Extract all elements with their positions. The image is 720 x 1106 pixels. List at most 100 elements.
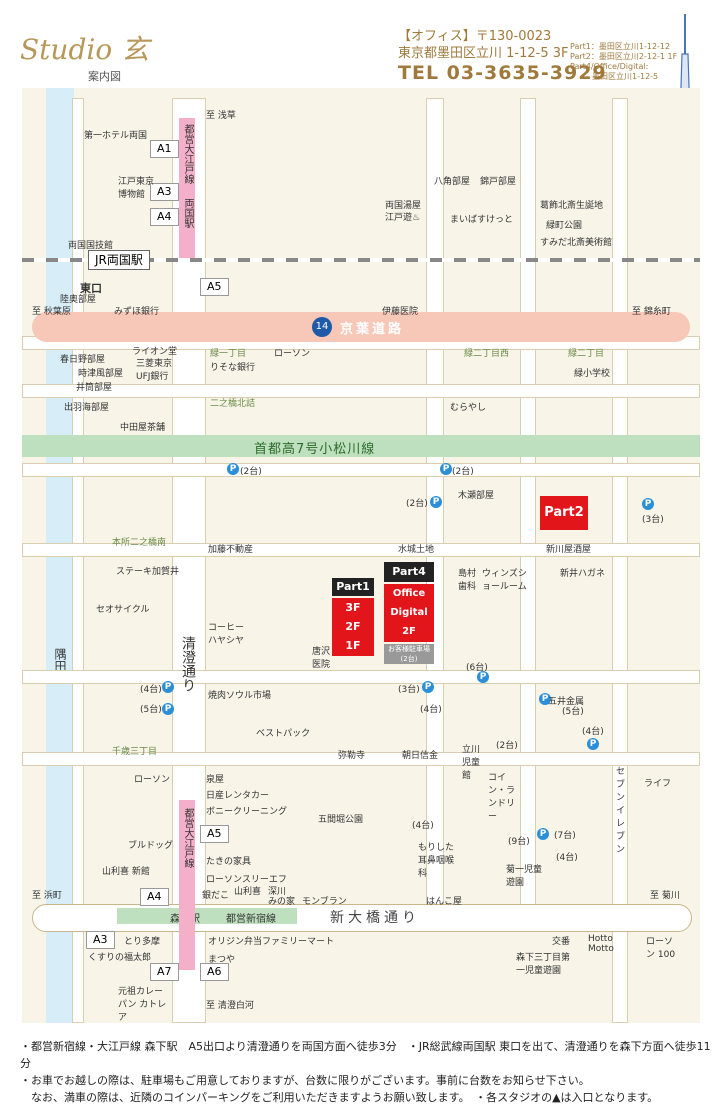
parking-icon: P [430,496,442,508]
label-koban: 交番 [552,937,571,947]
road-h6 [22,752,700,766]
label-seven: セブンイレブン [616,767,626,855]
shinjuku-line-label: 都営新宿線 [226,914,276,925]
jr-ryogoku-station[interactable]: JR両国駅 [88,250,150,270]
label-mufg: 三菱東京UFJ銀行 [136,359,173,382]
label-winds: ウィンズショールーム [482,569,527,592]
office-street: 東京都墨田区立川 1-12-5 3F [398,46,569,61]
label-karasawa: 唐沢医院 [312,647,331,670]
parking-count: (2台) [406,499,428,509]
parking-icon: P [587,738,599,750]
label-life: ライフ [644,779,672,789]
to-hamacho: 至 浜町 [32,891,62,901]
label-bony: ボニークリーニング [206,807,288,817]
label-midori1: 緑一丁目 [210,349,247,359]
part4-building[interactable]: Office Digital 2F [384,584,434,642]
label-sumida-hokusai: すみだ北斎美術館 [540,238,613,248]
exit-a7[interactable]: A7 [150,963,179,981]
part4-floor-2f: 2F [402,626,416,637]
parking-count: (4台) [140,685,162,695]
part4-office: Office [392,588,426,599]
exit-a3-north[interactable]: A3 [150,183,179,201]
label-lawson-2: ローソン [134,775,171,785]
shuto-label: 首都高7号小松川線 [254,442,376,457]
label-hotel: 第一ホテル両国 [84,131,148,141]
east-exit[interactable]: 東口 [80,282,102,295]
part4-parking-count: (2台) [400,655,418,663]
part1-floor-3f: 3F [345,601,361,614]
parking-count: (4台) [556,853,578,863]
label-kikuichi: 菊一児童遊園 [506,865,543,888]
label-coin-laundry: コイン・ランドリー [488,773,516,822]
part-addresses: Part1：墨田区立川1-12-12 Part2：墨田区立川2-12-1 1F … [570,42,677,82]
label-edo-museum: 江戸東京博物館 [118,177,155,200]
parking-count: (5台) [562,707,584,717]
label-asahi: 朝日信金 [402,751,439,761]
parking-count: (7台) [554,831,576,841]
road-v3 [520,98,536,928]
ryogoku-station-label[interactable]: 両国駅 [182,198,193,228]
to-akihabara: 至 秋葉原 [32,307,71,317]
label-sengoku: 千歳三丁目 [112,747,158,757]
label-monpuran: モンブラン [302,897,347,907]
exit-a1[interactable]: A1 [150,140,179,158]
map-area: 隅田川 JR両国駅 東口 14 京葉道路 首都高7号小松川線 新大橋通り 森下駅… [22,88,700,1023]
keiyo-road [32,312,690,342]
to-asakusa: 至 浅草 [206,111,236,121]
road-h4 [22,543,700,557]
parking-count: (4台) [420,705,442,715]
part1-building[interactable]: 3F 2F 1F [332,598,374,656]
kiyosumi-dori-label: 清澄通り [180,636,196,692]
exit-a6[interactable]: A6 [200,963,229,981]
label-takino: たきの家具 [206,857,252,867]
label-kise: 木瀬部屋 [458,491,495,501]
shuto-expressway [22,435,700,457]
exit-a5-north[interactable]: A5 [200,278,229,296]
part4-address-label: Part4/Office/Digital: [570,62,649,71]
label-hotto: Hotto Motto [588,934,614,954]
label-tokitsukaze: 時津風部屋 [78,369,124,379]
exit-a4-south[interactable]: A4 [140,888,169,906]
part1-header[interactable]: Part1 [332,578,374,596]
to-kinshicho: 至 錦糸町 [632,307,671,317]
label-mabashi: まいばすけっと [450,215,514,225]
map-subtitle: 案内図 [88,70,121,83]
parking-count: (2台) [240,467,262,477]
label-bulldog: ブルドッグ [128,841,174,851]
parking-count: (3台) [398,685,420,695]
label-mizuho: みずほ銀行 [114,307,160,317]
part2-building[interactable]: Part2 [540,496,588,530]
label-ryogoku-onsen: 両国湯屋 [385,201,422,211]
label-tachikawa: 立川児童館 [462,745,481,781]
exit-a4-north[interactable]: A4 [150,208,179,226]
studio-logo: Studio 玄 [20,33,150,66]
label-hakkaku: 八角部屋 [434,177,471,187]
label-mutsu: 陸奥部屋 [60,295,97,305]
label-yamatoki: 山利喜 新館 [102,867,150,877]
label-lawson-3: ローソン 100 [646,937,676,960]
label-honjo: 本所二之橋南 [112,538,167,548]
to-kikukawa: 至 菊川 [650,891,680,901]
label-dewanoumi: 出羽海部屋 [64,403,110,413]
label-hankoya: はんこ屋 [426,897,463,907]
label-lawson-three: ローソンスリーエフ [206,875,287,885]
oedo-line-north [179,118,195,258]
label-genki: 元祖カレーパン カトレア [118,987,167,1023]
keiyo-road-label: 京葉道路 [340,322,405,337]
label-kato: 加藤不動産 [208,545,254,555]
office-tel[interactable]: TEL 03-3635-3929 [398,62,607,84]
exit-a5-south[interactable]: A5 [200,825,229,843]
office-address: 【オフィス】〒130-0023 東京都墨田区立川 1-12-5 3F [398,28,568,62]
parking-icon: P [642,498,654,510]
shinjuku-line [117,908,297,924]
label-fukagawa: 深川 [268,887,287,897]
exit-a3-south[interactable]: A3 [86,931,115,949]
parking-count: (2台) [496,741,518,751]
parking-count: (4台) [582,727,604,737]
label-hokusai-birth: 葛飾北斎生誕地 [540,201,604,211]
road-h5 [22,670,700,684]
label-yamariki: 山利喜 [234,887,262,897]
parking-icon: P [477,671,489,683]
part4-header[interactable]: Part4 [384,562,434,582]
label-ito-clinic: 伊藤医院 [382,307,419,317]
